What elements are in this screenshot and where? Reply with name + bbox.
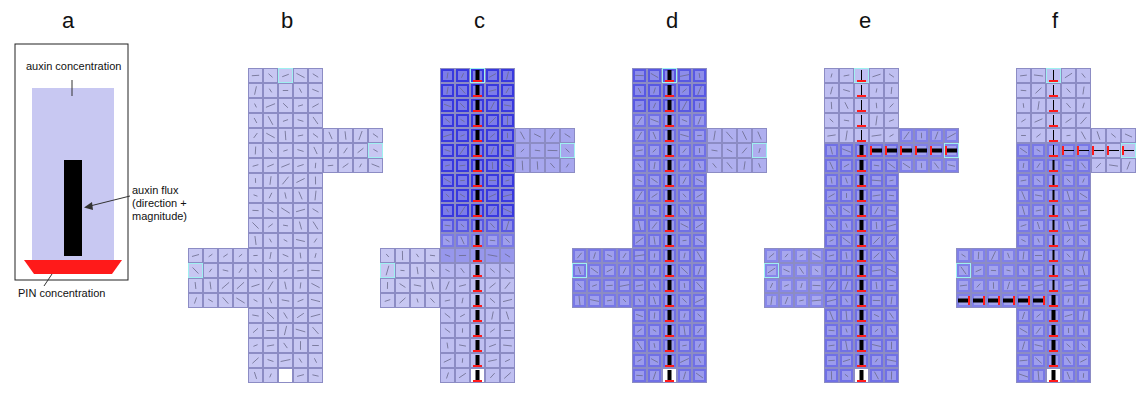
panel-letter: f — [1052, 8, 1058, 34]
legend-label: PIN concentration — [18, 287, 105, 300]
panel-letter: a — [62, 8, 74, 34]
legend-label: auxin concentration — [26, 60, 121, 73]
panel-letter: c — [474, 8, 485, 34]
legend-label: auxin flux (direction + magnitude) — [132, 184, 192, 223]
panel-letter: d — [666, 8, 678, 34]
cell-grids — [189, 69, 1136, 383]
legend-cell — [15, 44, 130, 286]
panel-letter: e — [859, 8, 871, 34]
panel-letter: b — [281, 8, 293, 34]
